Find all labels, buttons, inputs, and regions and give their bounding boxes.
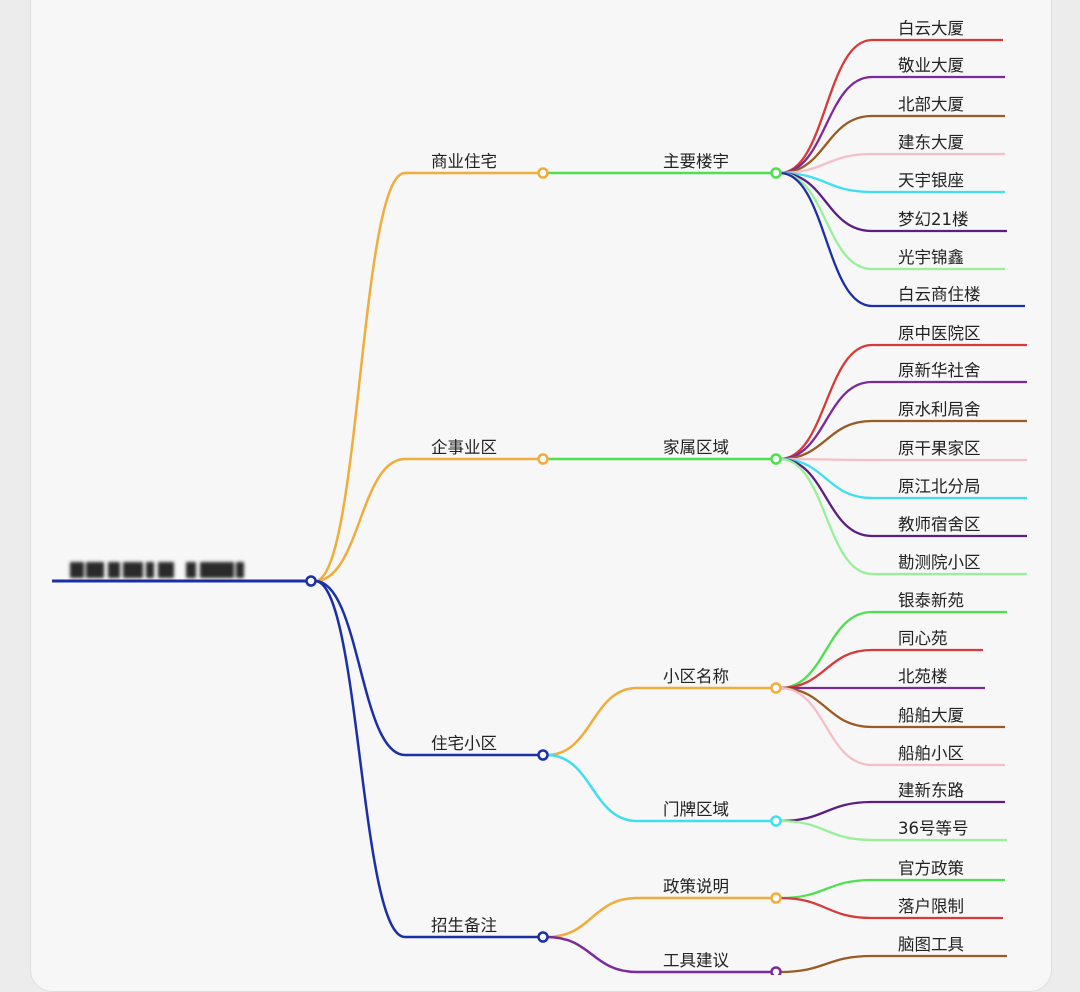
child-connector bbox=[546, 686, 638, 757]
leaf-label[interactable]: 银泰新苑 bbox=[898, 591, 964, 610]
leaf-connector bbox=[779, 75, 873, 175]
leaf-label[interactable]: 脑图工具 bbox=[898, 935, 964, 954]
leaf-connector bbox=[779, 686, 873, 767]
leaf-label[interactable]: 36号等号 bbox=[898, 819, 969, 838]
leaf-label[interactable]: 白云大厦 bbox=[898, 19, 964, 38]
leaf-label[interactable]: 白云商住楼 bbox=[898, 285, 981, 304]
leaf-connector bbox=[779, 878, 873, 900]
leaf-label[interactable]: 教师宿舍区 bbox=[898, 515, 981, 534]
child-label[interactable]: 小区名称 bbox=[663, 667, 729, 686]
leaf-connector bbox=[779, 343, 873, 461]
child-label[interactable]: 主要楼宇 bbox=[663, 152, 729, 171]
leaf-label[interactable]: 敬业大厦 bbox=[898, 56, 964, 75]
leaf-label[interactable]: 建新东路 bbox=[898, 781, 965, 800]
branch-label[interactable]: 招生备注 bbox=[431, 916, 497, 935]
child-connector bbox=[546, 935, 638, 974]
child-connector bbox=[546, 753, 638, 823]
child-connector bbox=[546, 896, 638, 939]
leaf-label[interactable]: 同心苑 bbox=[898, 629, 948, 648]
leaf-label[interactable]: 落户限制 bbox=[898, 897, 964, 916]
branch-node[interactable] bbox=[537, 749, 549, 761]
child-label[interactable]: 门牌区域 bbox=[663, 800, 729, 819]
leaf-label[interactable]: 勘测院小区 bbox=[898, 553, 981, 572]
leaf-connector bbox=[779, 38, 873, 175]
branch-connector bbox=[314, 579, 406, 939]
root-label-mark bbox=[146, 562, 154, 578]
branch-connector bbox=[314, 171, 406, 583]
leaf-connector bbox=[779, 819, 873, 842]
root-label-mark bbox=[86, 562, 104, 578]
branch-label[interactable]: 住宅小区 bbox=[431, 734, 497, 753]
root-label-mark bbox=[158, 562, 174, 578]
child-label[interactable]: 家属区域 bbox=[663, 438, 729, 457]
leaf-label[interactable]: 原新华社舍 bbox=[898, 361, 981, 380]
leaf-label[interactable]: 官方政策 bbox=[898, 859, 964, 878]
root-node[interactable] bbox=[305, 575, 317, 587]
child-node[interactable] bbox=[770, 453, 782, 465]
leaf-label[interactable]: 原江北分局 bbox=[898, 477, 981, 496]
root-label-blurred[interactable] bbox=[70, 562, 244, 578]
child-node[interactable] bbox=[770, 892, 782, 904]
leaf-label[interactable]: 船舶大厦 bbox=[898, 706, 964, 725]
leaf-connector bbox=[779, 114, 873, 175]
branch-node[interactable] bbox=[537, 931, 549, 943]
branch-node[interactable] bbox=[537, 167, 549, 179]
leaf-connector bbox=[779, 457, 873, 500]
leaf-connector bbox=[779, 954, 873, 974]
leaf-label[interactable]: 船舶小区 bbox=[898, 744, 964, 763]
branch-node[interactable] bbox=[537, 453, 549, 465]
root-label-mark bbox=[186, 562, 196, 578]
child-label[interactable]: 政策说明 bbox=[663, 877, 729, 896]
branch-label[interactable]: 企事业区 bbox=[431, 438, 497, 457]
root-label-mark bbox=[70, 562, 84, 578]
leaf-connector bbox=[779, 419, 873, 461]
branch-connector bbox=[314, 457, 406, 583]
child-node[interactable] bbox=[770, 966, 782, 976]
leaf-connector bbox=[779, 610, 873, 690]
leaf-label[interactable]: 梦幻21楼 bbox=[898, 210, 969, 229]
child-node[interactable] bbox=[770, 682, 782, 694]
leaf-connector bbox=[779, 171, 873, 271]
child-node[interactable] bbox=[770, 167, 782, 179]
leaf-connector bbox=[779, 152, 873, 175]
leaf-connector bbox=[779, 686, 873, 729]
leaf-connector bbox=[779, 171, 873, 308]
leaf-label[interactable]: 原干果家区 bbox=[898, 439, 981, 458]
root-label-mark bbox=[123, 562, 143, 578]
root-label-mark bbox=[236, 562, 244, 578]
leaf-label[interactable]: 原水利局舍 bbox=[898, 400, 981, 419]
leaf-connector bbox=[779, 896, 873, 920]
root-label-mark bbox=[200, 562, 234, 578]
child-label[interactable]: 工具建议 bbox=[663, 951, 730, 970]
root-label-mark bbox=[108, 562, 120, 578]
child-node[interactable] bbox=[770, 815, 782, 827]
leaf-label[interactable]: 光宇锦鑫 bbox=[898, 248, 964, 267]
leaf-connector bbox=[779, 800, 873, 823]
leaf-label[interactable]: 北苑楼 bbox=[898, 667, 948, 686]
branch-connector bbox=[314, 579, 406, 757]
leaf-label[interactable]: 原中医院区 bbox=[898, 324, 981, 343]
branch-label[interactable]: 商业住宅 bbox=[431, 152, 497, 171]
leaf-connector bbox=[779, 457, 873, 576]
leaf-label[interactable]: 北部大厦 bbox=[898, 95, 964, 114]
leaf-label[interactable]: 建东大厦 bbox=[898, 133, 964, 152]
leaf-connector bbox=[779, 648, 873, 690]
mindmap-card bbox=[30, 0, 1052, 992]
leaf-label[interactable]: 天宇银座 bbox=[898, 171, 964, 190]
leaf-connector bbox=[779, 380, 873, 461]
